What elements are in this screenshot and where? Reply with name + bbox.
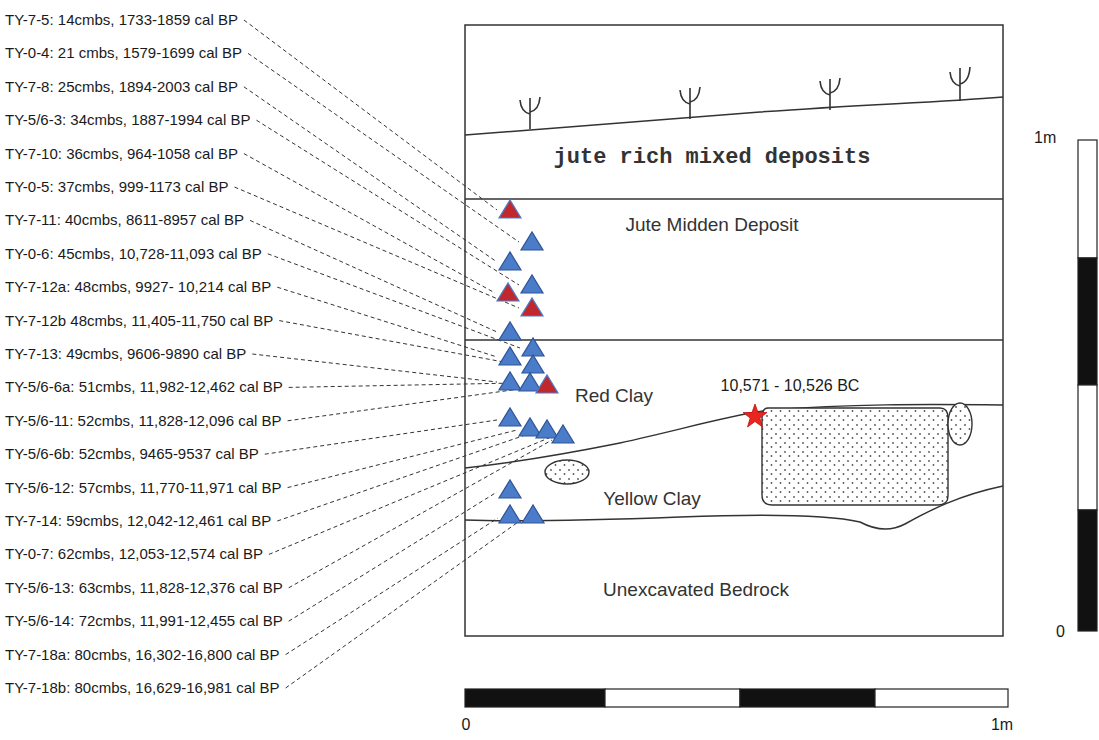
sample-marker (522, 355, 544, 373)
leader-line (289, 383, 517, 387)
stratum-label: Unexcavated Bedrock (599, 577, 793, 603)
leader-line (279, 321, 520, 365)
scale-label: 0 (1056, 622, 1065, 641)
layer-boundary (465, 198, 1003, 200)
sample-label: TY-7-11: 40cmbs, 8611-8957 cal BP (5, 211, 244, 229)
layer-name: Yellow Clay (603, 488, 701, 510)
sample-marker (521, 232, 543, 250)
date-star (743, 404, 767, 427)
sample-label: TY-5/6-6b: 52cmbs, 9465-9537 cal BP (5, 445, 259, 463)
sample-marker (521, 298, 543, 316)
leader-line (268, 254, 520, 348)
sample-marker (522, 505, 544, 523)
stone-small (545, 460, 589, 484)
sample-marker (536, 375, 558, 393)
sample-label: TY-7-10: 36cmbs, 964-1058 cal BP (5, 145, 238, 163)
sample-label: TY-5/6-3: 34cmbs, 1887-1994 cal BP (5, 111, 250, 129)
sample-marker (499, 200, 521, 218)
sample-marker (536, 420, 558, 438)
stratum-label: Jute Midden Deposit (621, 212, 802, 238)
leader-line (286, 518, 498, 655)
sample-marker (499, 347, 521, 365)
sample-marker (499, 372, 521, 390)
stone-small (948, 403, 972, 445)
sample-label: TY-7-14: 59cmbs, 12,042-12,461 cal BP (5, 512, 271, 530)
cactus-symbols (520, 67, 970, 129)
sample-label: TY-0-5: 37cmbs, 999-1173 cal BP (5, 178, 228, 196)
sample-label: TY-5/6-13: 63cmbs, 11,828-12,376 cal BP (5, 579, 283, 597)
sample-marker (522, 338, 544, 356)
leader-line (289, 440, 552, 588)
sample-label: TY-7-13: 49cmbs, 9606-9890 cal BP (5, 345, 246, 363)
scale-label: 1m (1034, 128, 1056, 147)
scale-bar (465, 689, 1008, 707)
sample-marker (519, 373, 541, 391)
sample-label: TY-0-7: 62cmbs, 12,053-12,574 cal BP (5, 545, 263, 563)
leader-line (248, 53, 519, 242)
stratum-label: Yellow Clay (599, 486, 705, 512)
sample-label: TY-5/6-11: 52cmbs, 11,828-12,096 cal BP (5, 412, 282, 430)
sample-marker (499, 505, 521, 523)
leader-line (288, 430, 517, 488)
leader-line (244, 154, 495, 293)
sample-marker (519, 418, 541, 436)
sample-label: TY-7-5: 14cmbs, 1733-1859 cal BP (5, 11, 238, 29)
stone-block (762, 408, 948, 505)
sample-label: TY-5/6-14: 72cmbs, 11,991-12,455 cal BP (5, 612, 283, 630)
layer-name: Jute Midden Deposit (625, 214, 798, 236)
layer-boundary (465, 339, 1003, 341)
layer-name: Red Clay (575, 385, 653, 407)
sample-label: TY-0-4: 21 cmbs, 1579-1699 cal BP (5, 44, 242, 62)
sample-label: TY-7-12b 48cmbs, 11,405-11,750 cal BP (5, 312, 273, 330)
stratum-label: Red Clay (571, 383, 657, 409)
leader-line (289, 492, 497, 621)
leader-line (244, 20, 497, 210)
sample-label: TY-7-18b: 80cmbs, 16,629-16,981 cal BP (5, 679, 280, 697)
leader-line (256, 120, 519, 285)
sample-label: TY-0-6: 45cmbs, 10,728-11,093 cal BP (5, 245, 262, 263)
sample-marker (499, 408, 521, 426)
sample-label: TY-7-8: 25cmbs, 1894-2003 cal BP (5, 78, 238, 96)
profile-frame (465, 25, 1003, 636)
sample-marker (497, 283, 519, 301)
leader-line (286, 520, 521, 688)
leader-line (269, 437, 551, 554)
leader-line (265, 420, 497, 454)
sample-label: TY-7-12a: 48cmbs, 9927- 10,214 cal BP (5, 278, 271, 296)
sample-label: TY-5/6-12: 57cmbs, 11,770-11,971 cal BP (5, 479, 282, 497)
layer-name: Unexcavated Bedrock (603, 579, 789, 601)
leader-line (288, 387, 534, 421)
sample-label: TY-5/6-6a: 51cmbs, 11,982-12,462 cal BP (5, 378, 283, 396)
date-label: 10,571 - 10,526 BC (721, 376, 860, 395)
leader-line (234, 187, 519, 308)
sample-label: TY-7-18a: 80cmbs, 16,302-16,800 cal BP (5, 646, 280, 664)
scale-bar (1078, 140, 1097, 631)
scale-label: 0 (462, 715, 471, 734)
sample-marker (499, 480, 521, 498)
sample-marker (521, 275, 543, 293)
leader-line (250, 220, 497, 332)
leader-line (277, 432, 534, 521)
sample-marker (499, 322, 521, 340)
sample-marker (552, 425, 574, 443)
sample-marker (499, 252, 521, 270)
scale-label: 1m (991, 715, 1013, 734)
layer-name: jute rich mixed deposits (554, 145, 871, 170)
ground-surface (465, 97, 1003, 135)
leader-line (277, 287, 497, 357)
leader-line (252, 354, 497, 382)
stratum-label: jute rich mixed deposits (550, 143, 875, 172)
